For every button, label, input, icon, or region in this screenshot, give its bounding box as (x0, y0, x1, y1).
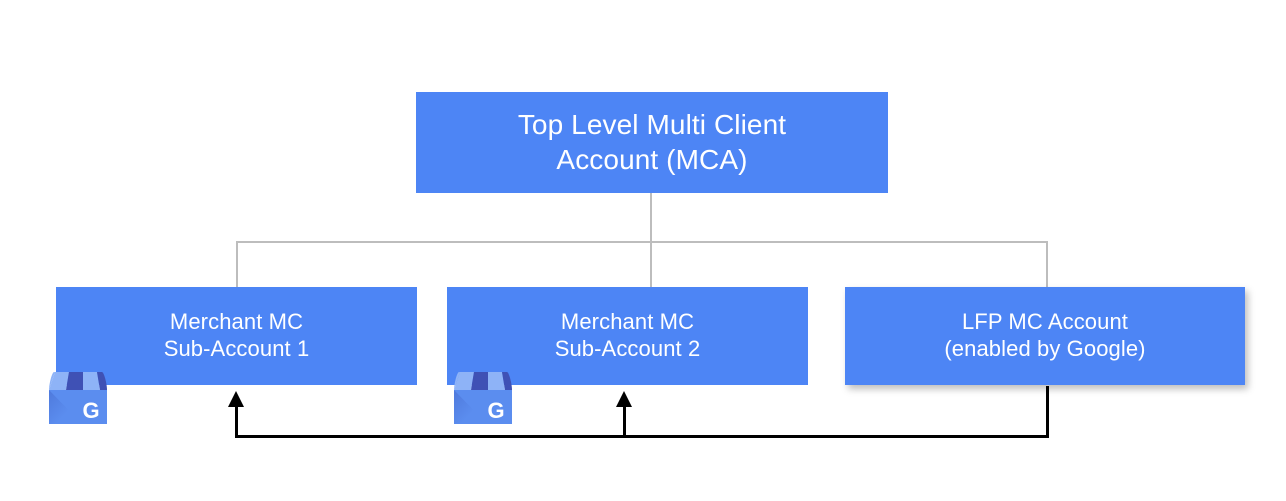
connector-drop-merchant-2 (650, 241, 652, 288)
connector-horizontal-bus (236, 241, 1047, 243)
top-level-mca-node[interactable]: Top Level Multi Client Account (MCA) (416, 92, 888, 193)
merchant-mc-sub-account-2-label: Merchant MC Sub-Account 2 (554, 309, 701, 361)
lfp-mc-account-label: LFP MC Account (enabled by Google) (944, 309, 1146, 361)
merchant-mc-sub-account-1-node[interactable]: Merchant MC Sub-Account 1 (56, 287, 417, 385)
google-business-profile-icon: G (454, 372, 512, 424)
arrowhead-to-merchant-1 (228, 391, 244, 407)
flow-line-to-merchant-1 (235, 400, 238, 437)
top-level-mca-label: Top Level Multi Client Account (MCA) (517, 109, 787, 175)
connector-top-trunk (650, 193, 652, 242)
flow-line-to-merchant-2 (623, 400, 626, 437)
merchant-mc-sub-account-1-label: Merchant MC Sub-Account 1 (163, 309, 310, 361)
google-business-profile-icon: G (49, 372, 107, 424)
connector-drop-merchant-1 (236, 241, 238, 288)
merchant-mc-sub-account-2-node[interactable]: Merchant MC Sub-Account 2 (447, 287, 808, 385)
gbp-icon-letter: G (487, 398, 504, 423)
connector-drop-lfp (1046, 241, 1048, 288)
gbp-icon-letter: G (82, 398, 99, 423)
lfp-mc-account-node[interactable]: LFP MC Account (enabled by Google) (845, 287, 1245, 385)
arrowhead-to-merchant-2 (616, 391, 632, 407)
flow-line-horizontal (235, 435, 1049, 438)
flow-line-from-lfp (1046, 386, 1049, 437)
